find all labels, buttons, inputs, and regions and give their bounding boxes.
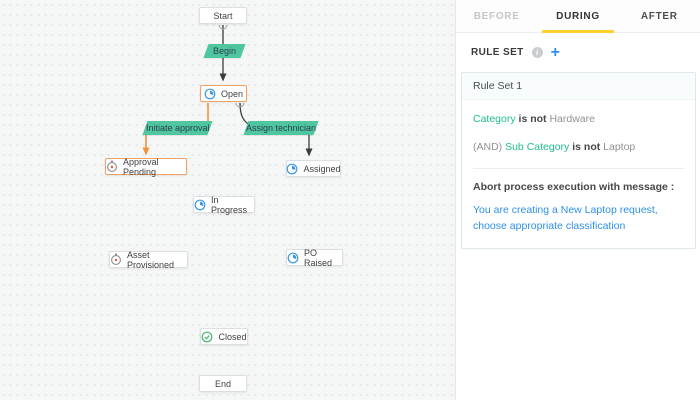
transition-label: Begin [212, 46, 237, 56]
clock-icon [204, 88, 216, 100]
condition-value: Hardware [549, 113, 595, 125]
condition-operator: is not [518, 113, 547, 125]
stopwatch-icon [110, 253, 122, 266]
card-divider [473, 168, 684, 170]
ruleset-header: RULE SET i + [456, 33, 700, 68]
stopwatch-icon [106, 160, 118, 173]
flow-node-closed[interactable]: Closed [200, 328, 248, 345]
node-label: PO Raised [304, 247, 333, 268]
node-label: Approval Pending [123, 156, 159, 177]
connector-nub-start [218, 24, 228, 30]
flow-canvas[interactable]: Start Begin Open Initiate approval Assig… [0, 0, 455, 400]
flow-node-open[interactable]: Open [200, 85, 247, 102]
transition-begin[interactable]: Begin [203, 44, 246, 58]
tab-during-label: DURING [556, 10, 600, 22]
node-label: Assigned [303, 163, 341, 174]
ruleset-title: RULE SET [471, 47, 524, 58]
connector-nub-open-right [235, 102, 245, 108]
flow-node-start[interactable]: Start [199, 7, 247, 24]
node-label: Open [220, 88, 244, 99]
check-circle-icon [201, 331, 213, 343]
node-label: End [214, 378, 231, 389]
active-tab-underline [542, 30, 614, 33]
tab-during[interactable]: DURING [537, 0, 618, 33]
condition-field: Sub Category [505, 140, 570, 153]
transition-label: Assign technician [245, 123, 317, 133]
transition-assign-technician[interactable]: Assign technician [243, 121, 319, 135]
condition-value: Laptop [603, 140, 636, 153]
flow-node-asset-provisioned[interactable]: Asset Provisioned [109, 249, 188, 270]
transition-initiate-approval[interactable]: Initiate approval [142, 121, 213, 135]
flow-node-approval-pending[interactable]: Approval Pending [105, 156, 187, 177]
flow-node-po-raised[interactable]: PO Raised [286, 247, 343, 268]
flow-node-assigned[interactable]: Assigned [286, 160, 341, 177]
abort-message: You are creating a New Laptop request, c… [473, 204, 658, 232]
tab-after-label: AFTER [640, 10, 678, 22]
flow-node-end[interactable]: End [199, 375, 247, 392]
condition-operator: is not [572, 140, 601, 153]
add-ruleset-button[interactable]: + [550, 44, 560, 61]
condition-row: Category is not Hardware [473, 113, 684, 127]
clock-icon [287, 252, 299, 264]
clock-icon [286, 163, 298, 175]
rule-set-card-body: Category is not Hardware (AND) Sub Categ… [462, 100, 695, 248]
node-label: Asset Provisioned [127, 249, 175, 270]
transition-label: Initiate approval [145, 123, 210, 133]
tab-before-label: BEFORE [473, 10, 520, 22]
tab-after[interactable]: AFTER [619, 0, 700, 32]
tab-before[interactable]: BEFORE [456, 0, 537, 32]
node-label: Start [213, 10, 233, 21]
abort-action-label: Abort process execution with message : [473, 181, 675, 194]
tab-bar: BEFORE DURING AFTER [456, 0, 700, 33]
condition-field: Category [473, 113, 516, 125]
clock-icon [194, 199, 206, 211]
node-label: Closed [218, 331, 247, 342]
rule-set-card[interactable]: Rule Set 1 Category is not Hardware (AND… [461, 72, 696, 249]
rule-set-card-title: Rule Set 1 [462, 73, 695, 100]
info-icon[interactable]: i [531, 47, 543, 58]
rule-panel: BEFORE DURING AFTER RULE SET i + Rule Se… [455, 0, 700, 400]
condition-conjunction: (AND) [473, 140, 503, 153]
condition-row: (AND) Sub Category is not Laptop [473, 141, 684, 155]
node-label: In Progress [211, 194, 248, 215]
flow-node-in-progress[interactable]: In Progress [193, 194, 255, 215]
